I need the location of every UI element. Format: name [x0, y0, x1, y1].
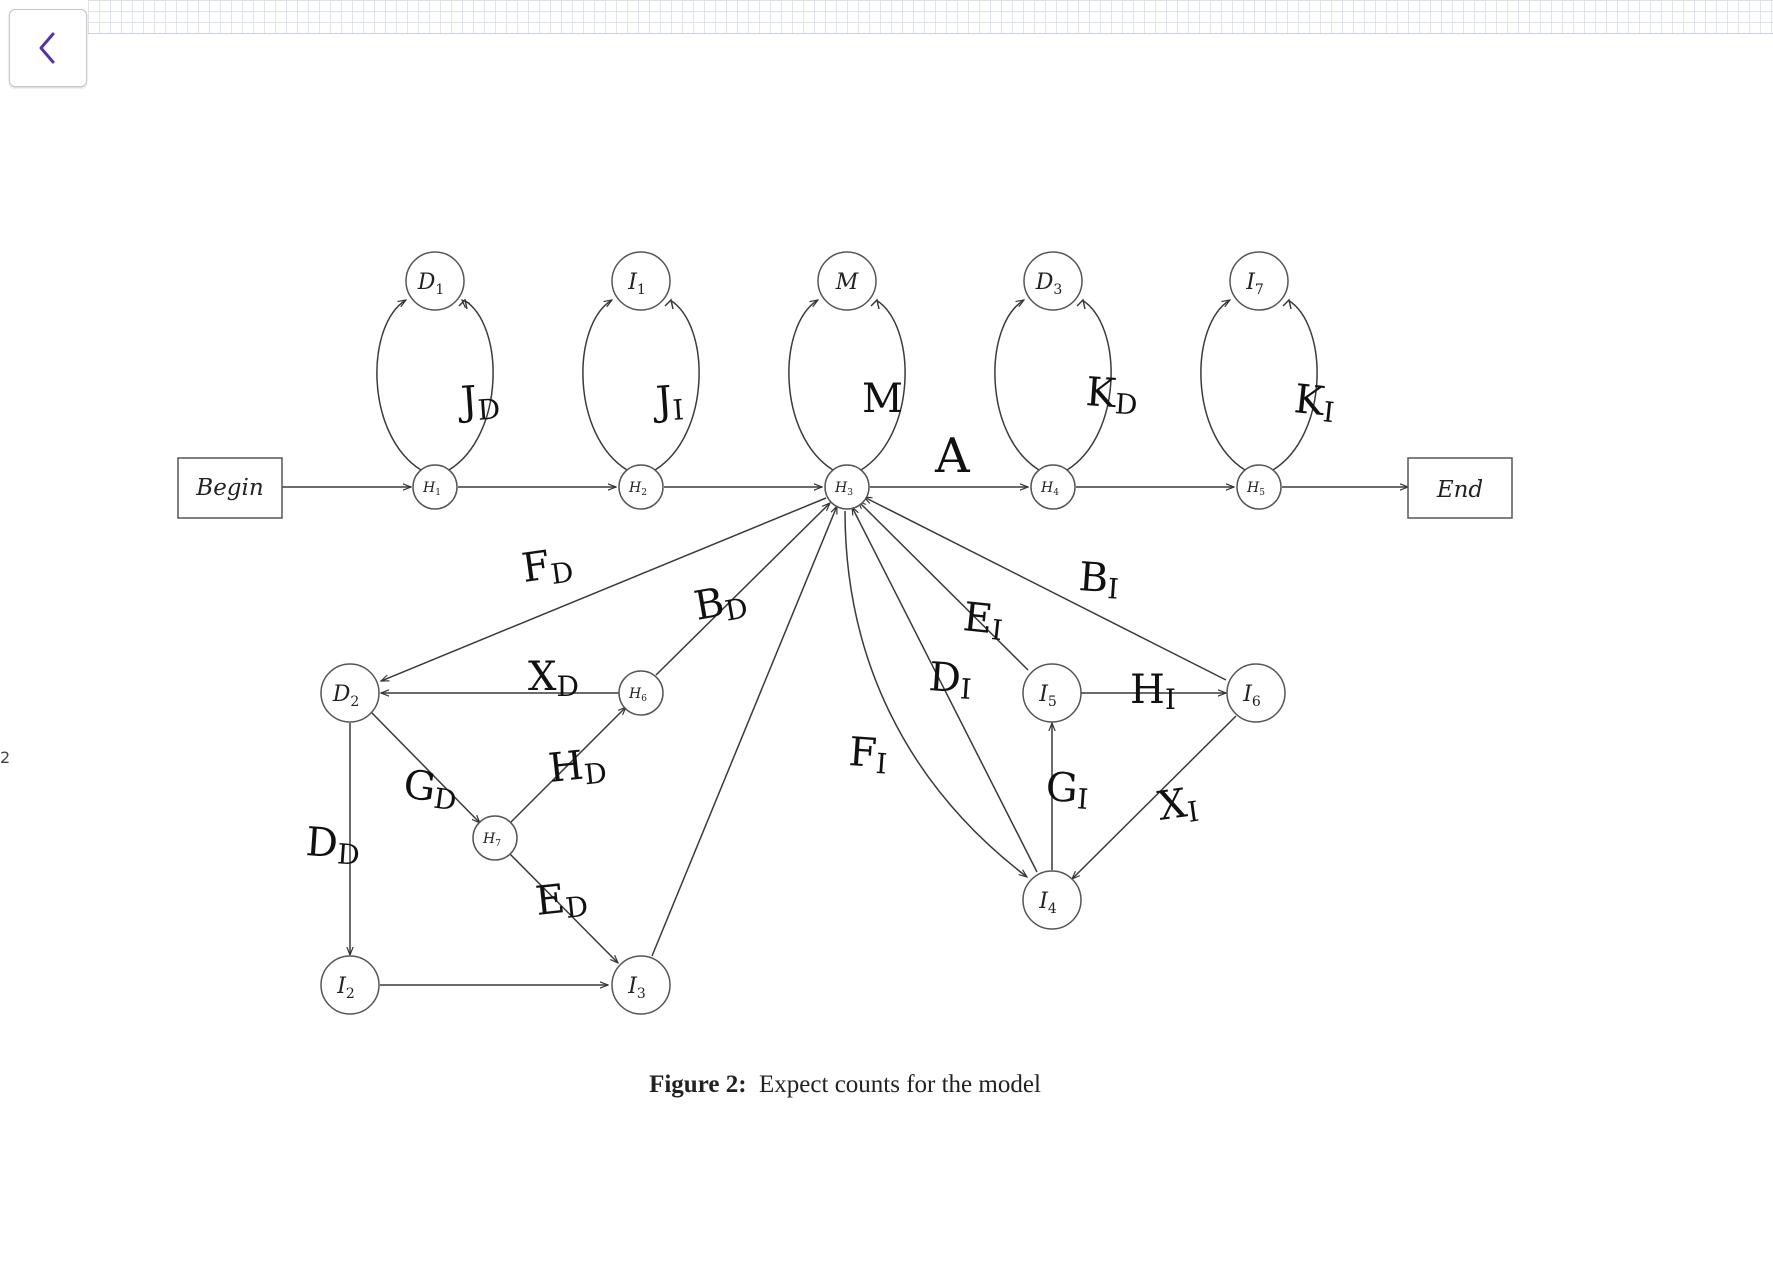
handwritten-label-ji: JI [650, 377, 684, 428]
node-circle [1226, 663, 1286, 723]
node-circle [412, 464, 458, 510]
edge-i3-h3 [651, 506, 838, 957]
top-grid-strip [88, 0, 1773, 34]
node-circle [611, 955, 671, 1015]
edge-h4-d3 [994, 300, 1040, 471]
loop-head-i7 [1282, 298, 1292, 310]
end-box [1407, 457, 1513, 519]
node-circle [1236, 464, 1282, 510]
figure-caption: Figure 2: Expect counts for the model [0, 1071, 1690, 1099]
edge-i4-h3 [852, 507, 1038, 873]
caption-text: Expect counts for the model [759, 1071, 1041, 1098]
node-h7: H7 [472, 815, 518, 861]
node-i3: I3 [611, 955, 671, 1015]
edge-i7-h5 [1272, 299, 1318, 471]
node-circle [320, 955, 380, 1015]
handwritten-label-kd: KD [1084, 369, 1140, 422]
node-d2: D2 [320, 663, 380, 723]
node-h5: H5 [1236, 464, 1282, 510]
edge-d1-h1-head [462, 300, 463, 301]
back-button[interactable] [9, 9, 87, 87]
edge-h3-d2 [381, 497, 827, 682]
node-h2: H2 [618, 464, 664, 510]
begin-label: Begin [195, 475, 263, 501]
handwritten-label-gi: GI [1044, 764, 1090, 816]
handwritten-label-hi: HI [1130, 667, 1176, 716]
node-circle [1030, 464, 1076, 510]
handwritten-label-di: DI [927, 654, 973, 706]
edge-h6-h3 [655, 503, 830, 676]
handwritten-label-gd: GD [400, 761, 461, 817]
edge-h1-d1 [376, 300, 422, 471]
handwritten-label-bi: BI [1077, 554, 1121, 606]
node-circle [1229, 251, 1289, 311]
loop-head-i1 [664, 298, 674, 310]
edge-i1-h2 [654, 299, 700, 471]
handwritten-label-xi: XI [1155, 779, 1201, 833]
handwritten-label-fd: FD [519, 539, 576, 595]
node-circle [405, 251, 465, 311]
begin-box [177, 457, 283, 519]
node-circle [472, 815, 518, 861]
node-i2: I2 [320, 955, 380, 1015]
loop-head-m [870, 298, 880, 310]
node-circle [817, 251, 877, 311]
node-circle [1022, 870, 1082, 930]
handwritten-label-m: M [862, 376, 903, 422]
edge-h5-i7 [1200, 300, 1246, 471]
node-h1: H1 [412, 464, 458, 510]
node-i7: I7 [1229, 251, 1289, 311]
edge-h7-h6 [507, 707, 626, 826]
edge-d1-h1 [448, 299, 494, 471]
node-circle [320, 663, 380, 723]
margin-glyph: 2 [0, 748, 11, 767]
edge-h3-i4 [844, 510, 1027, 877]
end-label: End [1436, 477, 1483, 503]
handwritten-label-bd: BD [691, 576, 751, 633]
node-label-m: M [835, 270, 859, 295]
node-h3: H3 [824, 464, 870, 510]
edge-i6-h3 [864, 497, 1227, 681]
node-i1: I1 [611, 251, 671, 311]
handwritten-label-ei: EI [961, 594, 1006, 647]
edge-d2-h7 [369, 710, 480, 823]
edge-m-h3 [860, 299, 906, 471]
node-i4: I4 [1022, 870, 1082, 930]
handwritten-label-ed: ED [533, 874, 589, 928]
edge-i5-h3 [858, 501, 1029, 671]
loop-head-d1 [458, 298, 468, 310]
node-circle [611, 251, 671, 311]
caption-prefix: Figure 2: [649, 1071, 747, 1098]
node-circle [824, 464, 870, 510]
node-i6: I6 [1226, 663, 1286, 723]
node-d3: D3 [1023, 251, 1083, 311]
handwritten-label-dd: DD [304, 819, 362, 872]
handwritten-label-xd: XD [528, 654, 579, 703]
node-h6: H6 [618, 670, 664, 716]
node-circle [1023, 251, 1083, 311]
edge-i6-i4 [1072, 715, 1237, 879]
node-circle [1022, 663, 1082, 723]
handwritten-label-ki: KI [1292, 376, 1338, 429]
loop-head-d3 [1076, 298, 1086, 310]
node-h4: H4 [1030, 464, 1076, 510]
edge-h7-i3 [507, 851, 618, 963]
node-circle [618, 464, 664, 510]
node-d1: D1 [405, 251, 465, 311]
node-m: M [817, 251, 877, 311]
edge-d3-h4 [1066, 299, 1112, 471]
edge-h3-m [788, 300, 834, 471]
node-i5: I5 [1022, 663, 1082, 723]
handwritten-label-fi: FI [847, 729, 889, 781]
chevron-left-icon [39, 32, 55, 64]
handwritten-label-jd: JD [455, 376, 501, 428]
edge-h2-i1 [582, 300, 628, 471]
handwritten-label-a: A [934, 428, 971, 484]
handwritten-label-hd: HD [546, 740, 608, 795]
node-circle [618, 670, 664, 716]
